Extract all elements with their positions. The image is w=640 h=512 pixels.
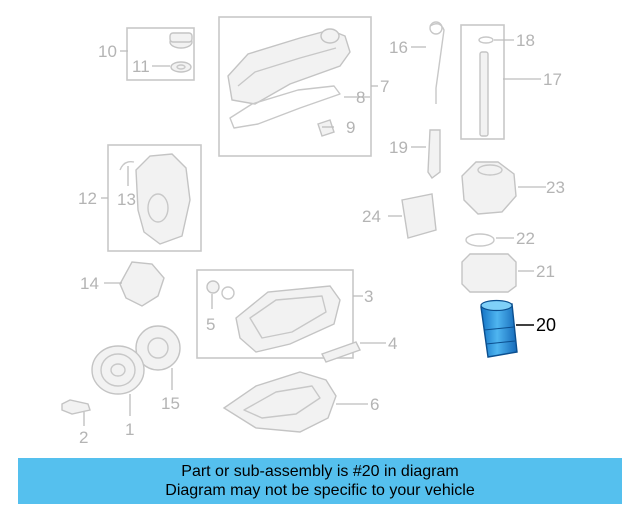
callout-11: 11 xyxy=(132,57,150,76)
callout-4: 4 xyxy=(388,334,397,353)
callout-20[interactable]: 20 xyxy=(536,315,556,335)
oil-cooler-part[interactable] xyxy=(461,253,517,293)
dipstick-tube-part[interactable] xyxy=(479,51,489,137)
clip-part[interactable] xyxy=(317,119,335,137)
filter-housing-part[interactable] xyxy=(461,161,517,215)
gasket-plate-part[interactable] xyxy=(401,193,437,239)
oil-filter-part[interactable] xyxy=(480,299,518,358)
callout-15: 15 xyxy=(161,394,180,413)
callout-21: 21 xyxy=(536,262,555,281)
callout-13: 13 xyxy=(117,190,136,209)
callout-5: 5 xyxy=(206,315,215,334)
callout-14: 14 xyxy=(80,274,99,293)
callout-23: 23 xyxy=(546,178,565,197)
group-frame-dipstick-tube xyxy=(460,24,505,140)
callout-19: 19 xyxy=(389,138,408,157)
callout-22: 22 xyxy=(516,229,535,248)
callout-7: 7 xyxy=(380,77,389,96)
oil-filler-cap-part[interactable] xyxy=(169,32,193,73)
callout-17: 17 xyxy=(543,70,562,89)
drain-plug-part[interactable] xyxy=(206,280,235,300)
dipstick-guide-part[interactable] xyxy=(427,129,441,180)
sealant-tube-part[interactable] xyxy=(321,341,361,363)
callout-8: 8 xyxy=(356,88,365,107)
banner-line-1: Part or sub-assembly is #20 in diagram xyxy=(181,463,459,480)
splash-shield-part[interactable] xyxy=(222,371,337,433)
valve-cover-gasket-part[interactable] xyxy=(229,85,341,129)
callout-9: 9 xyxy=(346,118,355,137)
callout-3: 3 xyxy=(364,287,373,306)
callout-10: 10 xyxy=(98,42,117,61)
info-banner: Part or sub-assembly is #20 in diagram D… xyxy=(18,458,622,504)
seal-plate-part[interactable] xyxy=(135,325,181,371)
cover-seal-part[interactable] xyxy=(119,160,135,171)
callout-18: 18 xyxy=(516,31,535,50)
group-frame-10-11 xyxy=(126,27,195,81)
valve-cover-part[interactable] xyxy=(227,28,351,105)
oil-pan-part[interactable] xyxy=(235,285,341,353)
o-ring-part[interactable] xyxy=(478,36,494,44)
callout-1: 1 xyxy=(125,420,134,439)
banner-line-2: Diagram may not be specific to your vehi… xyxy=(165,482,475,499)
bolt-part[interactable] xyxy=(61,399,91,415)
housing-seal-part[interactable] xyxy=(465,233,495,247)
callout-6: 6 xyxy=(370,395,379,414)
timing-cover-part[interactable] xyxy=(135,153,191,245)
callout-24: 24 xyxy=(362,207,381,226)
bracket-part[interactable] xyxy=(119,261,165,307)
group-frame-oil-pan xyxy=(196,269,354,359)
dipstick-part[interactable] xyxy=(429,21,445,104)
crankshaft-pulley-part[interactable] xyxy=(91,345,145,395)
callout-2: 2 xyxy=(79,428,88,447)
callout-16: 16 xyxy=(389,38,408,57)
callout-12: 12 xyxy=(78,189,97,208)
